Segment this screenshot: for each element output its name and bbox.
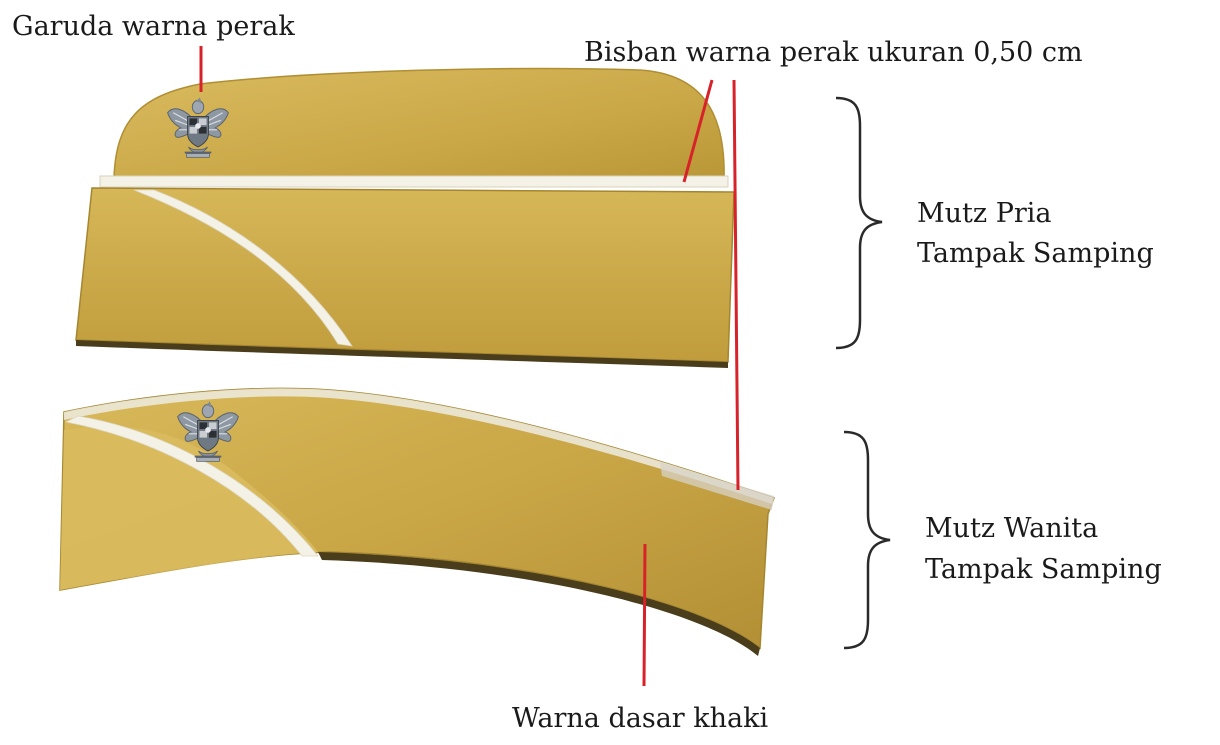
label-mutz-pria-line1: Mutz Pria [917, 198, 1052, 229]
label-mutz-pria-line2: Tampak Samping [917, 238, 1154, 269]
label-garuda: Garuda warna perak [12, 11, 295, 42]
brace-mutz-pria [836, 98, 882, 348]
brace-mutz-wanita [844, 432, 890, 648]
label-khaki: Warna dasar khaki [512, 703, 769, 734]
mutz-pria-body [76, 188, 734, 362]
mutz-pria-band [100, 176, 728, 187]
label-mutz-wanita-line2: Tampak Samping [925, 554, 1162, 585]
label-bisban: Bisban warna perak ukuran 0,50 cm [584, 37, 1083, 68]
mutz-wanita-cap [60, 388, 774, 656]
pointer-bisban-bottom [734, 80, 738, 490]
label-mutz-wanita-line1: Mutz Wanita [925, 513, 1098, 544]
mutz-pria-cap [76, 69, 734, 368]
pointer-khaki [644, 544, 645, 686]
